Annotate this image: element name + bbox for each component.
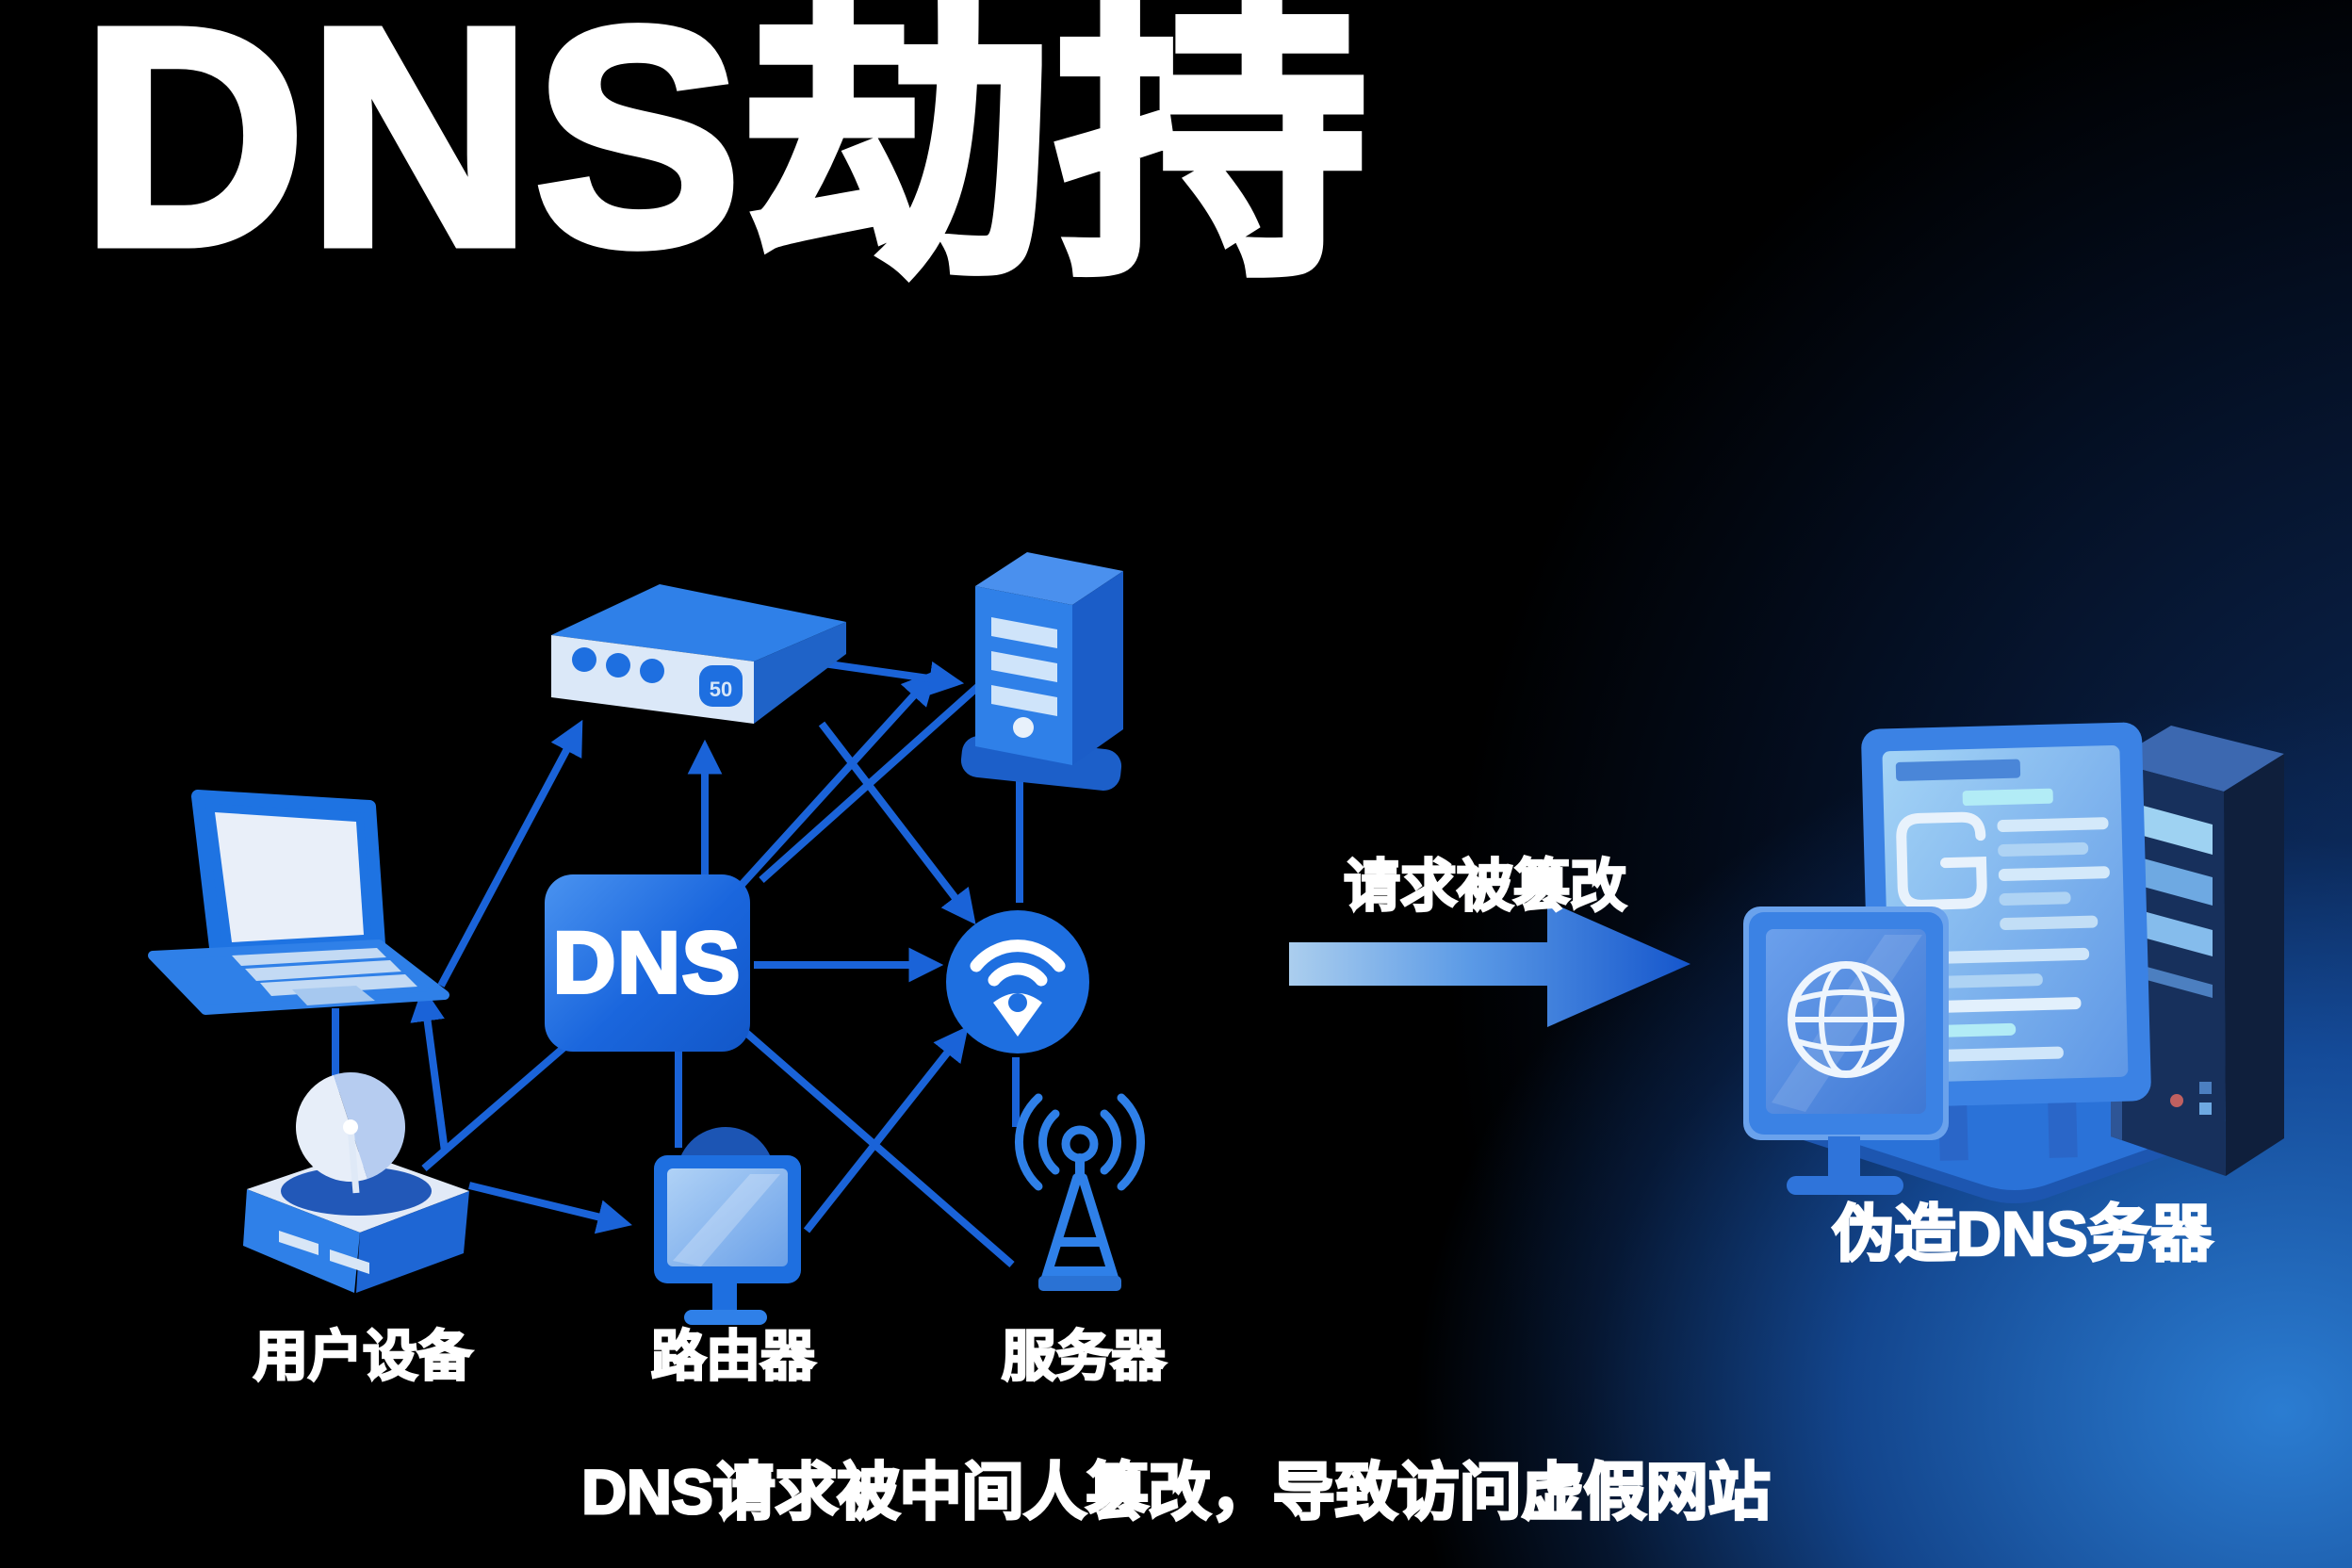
bottom-caption: DNS请求被中间人篡改，导致访问虚假网站 <box>580 1456 1772 1528</box>
fake-dns-server-label: 伪造DNS务器 <box>1831 1198 2213 1270</box>
tamper-arrow <box>1289 901 1690 1027</box>
label-server: 服务器 <box>1001 1325 1168 1389</box>
satellite-device-icon <box>243 1072 469 1293</box>
router-badge: 50 <box>710 678 732 701</box>
globe-icon <box>1788 961 1904 1078</box>
dns-node-label: DNS <box>551 913 743 1013</box>
label-router: 路由器 <box>650 1325 817 1389</box>
router-box-icon: 50 <box>551 584 846 724</box>
poster-title: DNS劫持 <box>77 0 1372 314</box>
globe-monitor-icon <box>1743 906 1949 1195</box>
wifi-node-icon <box>946 910 1089 1054</box>
dns-node: DNS <box>545 874 750 1052</box>
tamper-arrow-label: 请求被篡改 <box>1343 854 1628 920</box>
fake-dns-server-illustration <box>1743 722 2284 1203</box>
server-tower-icon <box>960 552 1123 791</box>
monitor-icon <box>654 1127 801 1325</box>
laptop-icon <box>148 790 449 1015</box>
label-user-device: 用户设备 <box>253 1325 474 1389</box>
big-monitor-icon <box>1861 722 2151 1161</box>
antenna-icon <box>1014 1093 1146 1291</box>
